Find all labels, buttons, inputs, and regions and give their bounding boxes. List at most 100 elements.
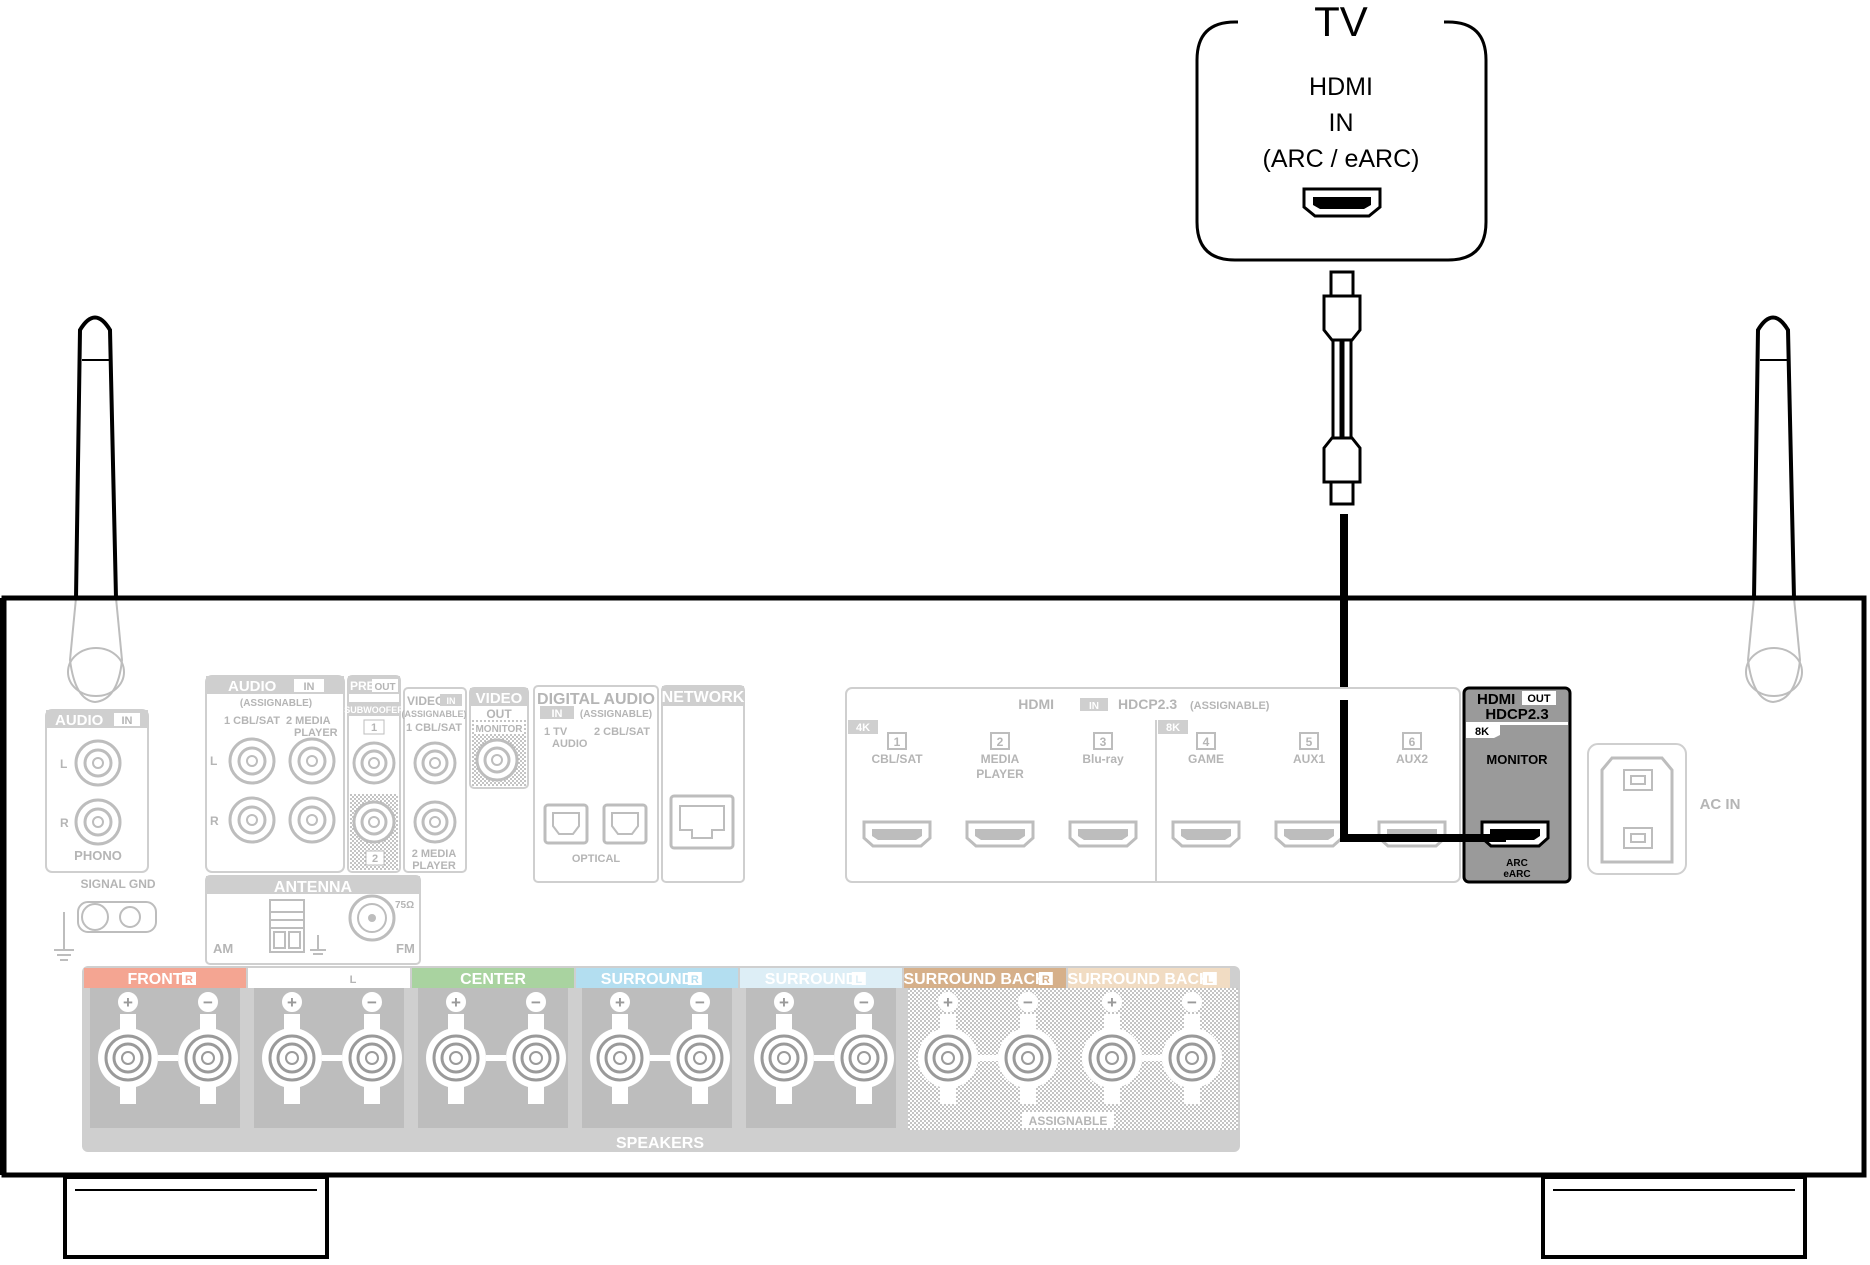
speaker-group-header bbox=[904, 968, 1066, 988]
minus-icon: − bbox=[1023, 993, 1033, 1012]
terminal-inner-ring bbox=[112, 1042, 144, 1074]
subwoofer1-jack bbox=[352, 741, 396, 785]
hdmi-in-port-number-box bbox=[887, 732, 907, 750]
audio-in-col1: 1 CBL/SAT bbox=[224, 715, 280, 727]
plus-icon: + bbox=[1107, 993, 1117, 1012]
hdmi-in-port-number-box bbox=[1196, 732, 1216, 750]
terminal-core bbox=[857, 1051, 871, 1065]
minus-icon-bg bbox=[1018, 992, 1038, 1012]
pre-out-panel: PRE OUT SUBWOOFER 1 2 bbox=[344, 675, 404, 873]
ac-in-panel: AC IN bbox=[1587, 743, 1741, 875]
minus-icon: − bbox=[531, 993, 541, 1012]
terminal-ring bbox=[1004, 1034, 1052, 1082]
hdmi-in-panel: HDMI IN HDCP2.3 (ASSIGNABLE) 4K 8K 1CBL/… bbox=[845, 687, 1461, 883]
antenna-fm: FM bbox=[396, 941, 415, 956]
terminal-inner-ring bbox=[1176, 1042, 1208, 1074]
speakers-assignable: ASSIGNABLE bbox=[1029, 1114, 1108, 1128]
tv-hdmi-port-icon bbox=[1302, 187, 1382, 218]
minus-icon-bg bbox=[526, 992, 546, 1012]
terminal-core bbox=[1105, 1051, 1119, 1065]
audio-in-sub: (ASSIGNABLE) bbox=[240, 698, 312, 709]
terminal-inner-ring bbox=[1012, 1042, 1044, 1074]
digital-audio-sub: (ASSIGNABLE) bbox=[580, 709, 652, 720]
plus-icon: + bbox=[287, 993, 297, 1012]
terminal-inner-ring bbox=[768, 1042, 800, 1074]
speaker-minus-terminal: − bbox=[1162, 992, 1222, 1104]
ac-in-label: AC IN bbox=[1700, 796, 1741, 813]
right-antenna bbox=[1745, 315, 1803, 704]
hdmi-port-inner-icon bbox=[1181, 829, 1231, 840]
audio-in-col2a: 2 MEDIA bbox=[286, 715, 331, 727]
optical-1-port bbox=[543, 803, 589, 845]
plus-icon: + bbox=[615, 993, 625, 1012]
plus-icon-bg bbox=[1102, 992, 1122, 1012]
phono-panel: AUDIO IN L R PHONO SIGNAL GND bbox=[45, 709, 157, 961]
terminal-inner-ring bbox=[604, 1042, 636, 1074]
terminal-core bbox=[449, 1051, 463, 1065]
speaker-side-badge bbox=[346, 972, 360, 985]
video-in-panel: VIDEO IN (ASSIGNABLE) 1 CBL/SAT 2 MEDIA … bbox=[402, 687, 467, 873]
speaker-side-badge bbox=[1202, 972, 1217, 985]
digital-audio-c1a: 1 TV bbox=[544, 726, 568, 738]
terminal-ring bbox=[1168, 1034, 1216, 1082]
digital-audio-c1b: AUDIO bbox=[552, 738, 588, 750]
optical-2-port bbox=[602, 803, 648, 845]
speaker-plus-terminal: + bbox=[98, 992, 158, 1104]
receiver-body bbox=[0, 595, 1867, 1259]
hdmi-port-inner-icon bbox=[1284, 829, 1334, 840]
am-antenna-terminal bbox=[269, 899, 326, 955]
video-out-monitor-jack bbox=[475, 738, 519, 782]
terminal-ring bbox=[184, 1034, 232, 1082]
hdmi-out-panel: HDMI OUT HDCP2.3 8K MONITOR ARC eARC bbox=[1462, 686, 1572, 884]
network-lan-port bbox=[669, 794, 735, 850]
hdmi-in-port-number-box bbox=[1299, 732, 1319, 750]
terminal-ring bbox=[840, 1034, 888, 1082]
audio-in-2l-jack bbox=[288, 737, 336, 785]
speaker-group-header bbox=[412, 968, 574, 988]
antenna-ohm: 75Ω bbox=[395, 900, 414, 911]
terminal-core bbox=[201, 1051, 215, 1065]
plus-icon-bg bbox=[938, 992, 958, 1012]
plus-icon: + bbox=[779, 993, 789, 1012]
phono-title: AUDIO bbox=[55, 712, 104, 729]
video-in-col1: 1 CBL/SAT bbox=[406, 722, 462, 734]
plus-icon-bg bbox=[774, 992, 794, 1012]
speaker-group-name: FRONT bbox=[291, 971, 346, 988]
video-in-col2a: 2 MEDIA bbox=[412, 848, 457, 860]
speaker-side-badge bbox=[1038, 972, 1053, 985]
terminal-ring bbox=[348, 1034, 396, 1082]
hdmi-in-port-number-box bbox=[1402, 732, 1422, 750]
terminal-core bbox=[1021, 1051, 1035, 1065]
minus-icon: − bbox=[695, 993, 705, 1012]
tv-hdmi-label: HDMI bbox=[1309, 73, 1373, 101]
speaker-group-name: FRONT bbox=[127, 971, 182, 988]
fm-antenna-jack bbox=[348, 894, 396, 942]
speaker-group-header bbox=[248, 968, 410, 988]
minus-icon: − bbox=[859, 993, 869, 1012]
tv-device: TV HDMI IN (ARC / eARC) bbox=[1195, 0, 1488, 262]
pre-out-badge: OUT bbox=[374, 682, 395, 693]
minus-icon-bg bbox=[198, 992, 218, 1012]
speaker-side-badge bbox=[851, 972, 866, 985]
hdmi-in-port-name: AUX1 bbox=[1293, 752, 1325, 766]
hdmi-port-icon bbox=[1068, 820, 1138, 848]
audio-in-l: L bbox=[210, 754, 217, 768]
speaker-plus-terminal: + bbox=[754, 992, 814, 1104]
terminal-ring bbox=[924, 1034, 972, 1082]
hdmi-in-port-name: AUX2 bbox=[1396, 752, 1428, 766]
speaker-plus-terminal: + bbox=[918, 992, 978, 1104]
hdmi-out-hdcp: HDCP2.3 bbox=[1485, 706, 1548, 723]
audio-in-r: R bbox=[210, 814, 219, 828]
antenna-panel: ANTENNA AM 75Ω FM bbox=[205, 875, 421, 965]
speaker-group-name: SURROUND BACK bbox=[1067, 971, 1211, 988]
speaker-side-label: L bbox=[1206, 974, 1213, 986]
antenna-title: ANTENNA bbox=[274, 879, 353, 896]
